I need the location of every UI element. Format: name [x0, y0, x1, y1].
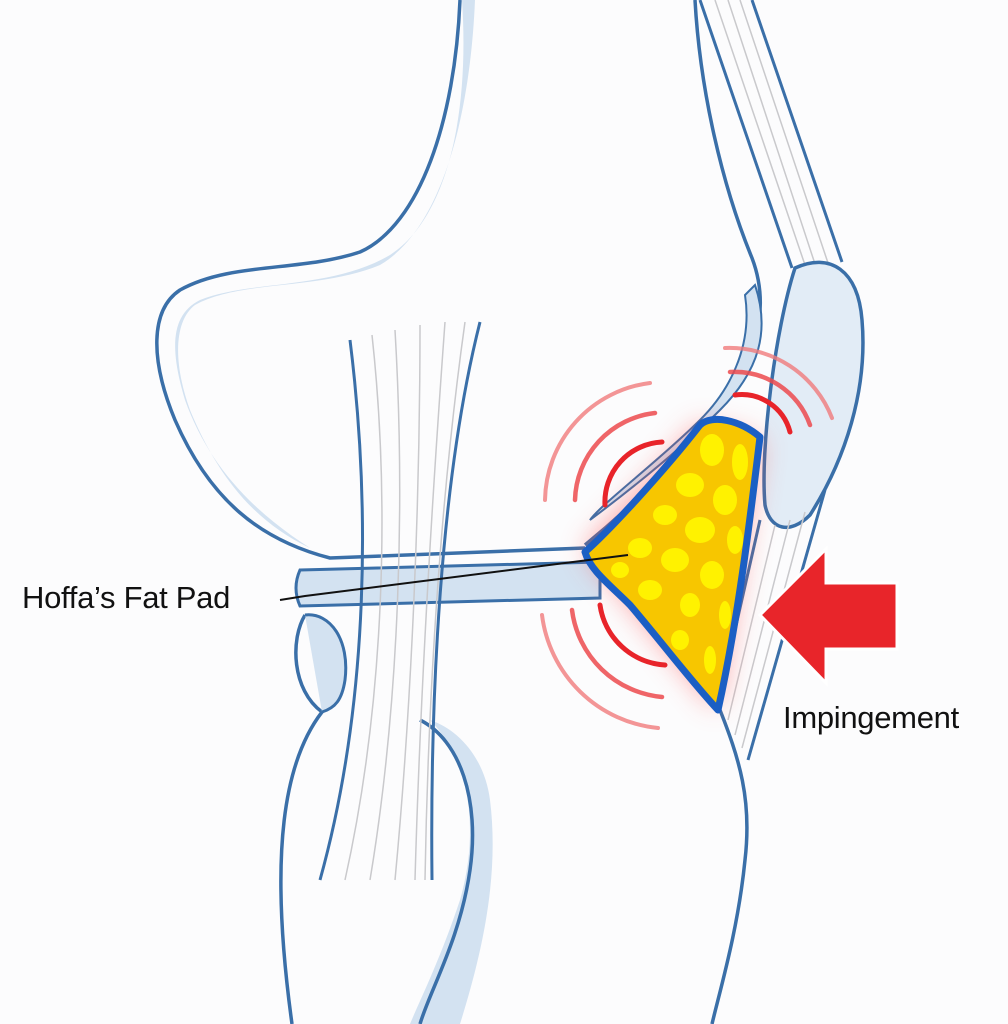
tibia-outline: [279, 614, 325, 1024]
patella: [762, 260, 865, 530]
tibia-right-edge: [710, 704, 749, 1024]
impingement-arrow: [757, 545, 899, 687]
impingement-label: Impingement: [783, 700, 959, 735]
tibia-shade: [410, 720, 493, 1024]
inflammation-arcs: [540, 345, 834, 730]
femur-outline: [155, 0, 586, 560]
femur-shade: [175, 0, 475, 560]
fat-pad-label: Hoffa’s Fat Pad: [22, 580, 231, 615]
hoffa-fat-pad: [581, 415, 764, 714]
meniscus: [294, 560, 602, 608]
quadriceps-tendon: [698, 0, 844, 269]
tibia-inner: [418, 718, 475, 1024]
ligament-bundle: [318, 321, 482, 881]
fat-pad-leader-line: [279, 554, 629, 601]
tibia-plateau: [304, 613, 348, 714]
